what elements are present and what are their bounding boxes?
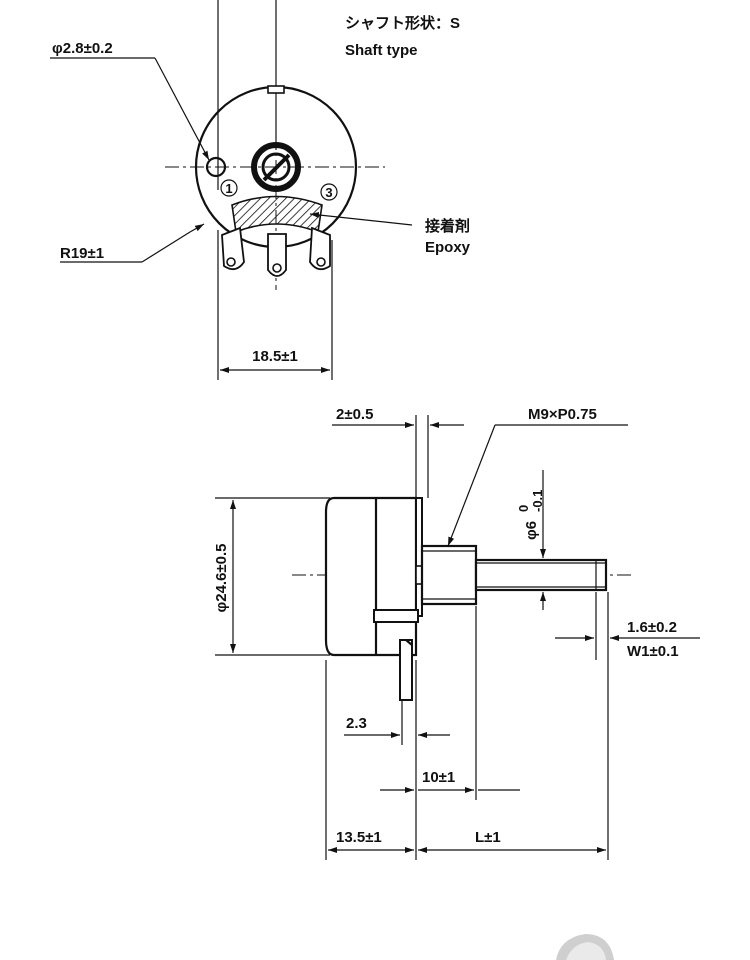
- bushing: [420, 544, 478, 606]
- shaft-dia-label-group: φ6 0 -0.1: [516, 490, 545, 540]
- flange-dim-label: 2±0.5: [336, 406, 373, 423]
- shaft-tol-lower: -0.1: [530, 490, 545, 512]
- terminal-right: [309, 226, 331, 271]
- shaft-inner: [261, 152, 291, 182]
- width-dim-label: 18.5±1: [252, 348, 298, 365]
- epoxy-en: Epoxy: [425, 239, 471, 256]
- shaft-len-label: L±1: [475, 829, 501, 846]
- terminal-1-label: 1: [225, 181, 232, 196]
- shaft-dia-label: φ6: [523, 521, 540, 540]
- hole-label: φ2.8±0.2: [52, 40, 113, 57]
- terminal-dim-label: 2.3: [346, 715, 367, 732]
- housing-body: [324, 496, 418, 657]
- epoxy-jp: 接着剤: [425, 217, 470, 235]
- top-view: 1 3 R19±1 φ2.8±0.2 シャフト形状：S Shaft type: [50, 0, 471, 380]
- shaft-tol-upper: 0: [516, 505, 531, 512]
- epoxy-region: [231, 195, 323, 234]
- shaft-type-jp: シャフト形状：S: [345, 14, 460, 32]
- thread-label: M9×P0.75: [528, 406, 597, 423]
- radius-arrow: [189, 223, 205, 233]
- terminal-3-circle: [320, 183, 338, 201]
- side-view: 2±0.5 M9×P0.75 φ24.6±0.5 φ6 0 -0.1 1.6±0…: [213, 406, 700, 860]
- radius-label: R19±1: [60, 245, 104, 262]
- product-photo-fragment: [556, 934, 614, 960]
- terminal-pin: [399, 639, 413, 701]
- body-dia-label: φ24.6±0.5: [213, 543, 230, 612]
- bushing-dim-label: 10±1: [422, 769, 455, 786]
- mounting-hole: [205, 156, 227, 178]
- terminal-bracket: [373, 609, 419, 623]
- body-depth-label: 13.5±1: [336, 829, 382, 846]
- terminal-3-label: 3: [325, 185, 332, 200]
- shaft: [474, 558, 608, 592]
- thread-leader: [447, 424, 496, 547]
- top-tab: [267, 85, 285, 94]
- shaft-slot: [262, 153, 291, 182]
- slot-width-label: W1±0.1: [627, 643, 679, 660]
- terminal-left: [221, 226, 245, 271]
- shaft-type-en: Shaft type: [345, 42, 418, 59]
- hole-leader: [154, 57, 210, 161]
- terminal-middle: [267, 233, 287, 277]
- terminal-1-circle: [220, 179, 238, 197]
- epoxy-leader: [309, 211, 413, 226]
- shaft-outer: [251, 142, 301, 192]
- slot-depth-label: 1.6±0.2: [627, 619, 677, 636]
- radius-leader: [141, 231, 191, 263]
